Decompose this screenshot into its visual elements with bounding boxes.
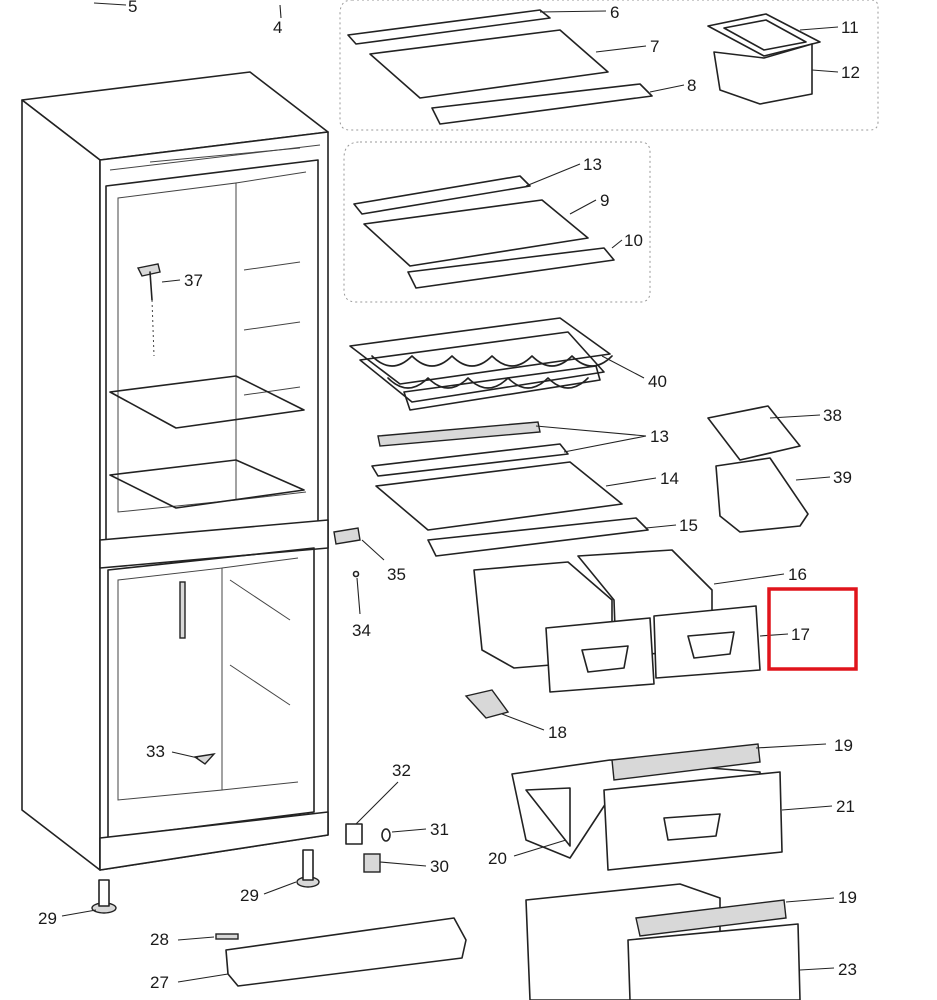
label-part-7: 7 — [650, 37, 659, 56]
part-23-drawer-front — [627, 923, 801, 1000]
label-part-4: 4 — [273, 18, 282, 37]
label-part-15: 15 — [679, 516, 698, 535]
part-13-shelf-trim-lower-back — [377, 421, 541, 447]
part-14-glass-shelf — [375, 461, 623, 531]
part-15-shelf-front-trim — [427, 517, 649, 557]
part-38-box-lid — [707, 405, 801, 461]
label-part-39: 39 — [833, 468, 852, 487]
label-part-9: 9 — [600, 191, 609, 210]
part-13-shelf-trim-lower — [371, 443, 569, 477]
part-18-slider — [464, 689, 510, 719]
label-part-18: 18 — [548, 723, 567, 742]
part-32-control-board — [345, 823, 363, 845]
part-37-bracket — [136, 263, 161, 357]
label-part-34: 34 — [352, 621, 371, 640]
label-part-30: 30 — [430, 857, 449, 876]
part-39-box — [715, 457, 809, 533]
part-19-drawer-handle-lower — [635, 899, 787, 937]
label-part-27: 27 — [150, 973, 169, 992]
label-part-31: 31 — [430, 820, 449, 839]
label-part-5: 5 — [128, 0, 137, 16]
label-part-10: 10 — [624, 231, 643, 250]
part-21-drawer-front — [603, 771, 783, 871]
part-7-glass-shelf — [369, 29, 609, 99]
label-part-23: 23 — [838, 960, 857, 979]
label-part-29-right: 29 — [240, 886, 259, 905]
label-part-8: 8 — [687, 76, 696, 95]
label-part-13-upper: 13 — [583, 155, 602, 174]
leader-lines — [61, 2, 839, 983]
label-part-32: 32 — [392, 761, 411, 780]
label-part-37: 37 — [184, 271, 203, 290]
label-part-29-left: 29 — [38, 909, 57, 928]
part-11-crisper-cover — [707, 13, 821, 57]
part-12-crisper-box — [713, 43, 813, 105]
label-part-21: 21 — [836, 797, 855, 816]
part-8-shelf-front-trim — [431, 83, 653, 125]
label-part-6: 6 — [610, 3, 619, 22]
label-part-17: 17 — [791, 625, 810, 644]
label-part-38: 38 — [823, 406, 842, 425]
part-31-bulb — [381, 828, 391, 842]
label-part-11: 11 — [841, 18, 859, 37]
label-part-28: 28 — [150, 930, 169, 949]
part-19-drawer-handle-upper — [611, 743, 761, 781]
part-6-shelf-trim — [347, 9, 551, 45]
label-part-35: 35 — [387, 565, 406, 584]
part-17-crisper-fronts — [545, 605, 761, 693]
part-10-shelf-front-trim — [407, 247, 615, 289]
part-28-clip — [215, 933, 239, 940]
highlight-box-part-17 — [767, 587, 858, 671]
part-35-hinge — [333, 527, 361, 545]
label-part-14: 14 — [660, 469, 679, 488]
part-30-sensor — [363, 853, 381, 873]
part-9-glass-shelf — [363, 199, 589, 267]
part-number-labels: 5 4 6 7 8 11 12 13 9 10 37 40 13 14 38 3… — [38, 0, 860, 992]
part-34-screw — [352, 570, 360, 578]
part-40-wine-rack — [349, 317, 613, 411]
label-part-16: 16 — [788, 565, 807, 584]
part-13-shelf-trim-upper — [353, 175, 531, 215]
part-33-clip — [193, 753, 216, 765]
label-part-13-lower: 13 — [650, 427, 669, 446]
label-part-19-upper: 19 — [834, 736, 853, 755]
part-27-kick-plate — [225, 917, 467, 987]
shelf-group-box-middle — [343, 141, 651, 303]
label-part-19-lower: 19 — [838, 888, 857, 907]
label-part-33: 33 — [146, 742, 165, 761]
label-part-12: 12 — [841, 63, 860, 82]
fridge-cabinet — [21, 71, 329, 914]
label-part-40: 40 — [648, 372, 667, 391]
label-part-20: 20 — [488, 849, 507, 868]
